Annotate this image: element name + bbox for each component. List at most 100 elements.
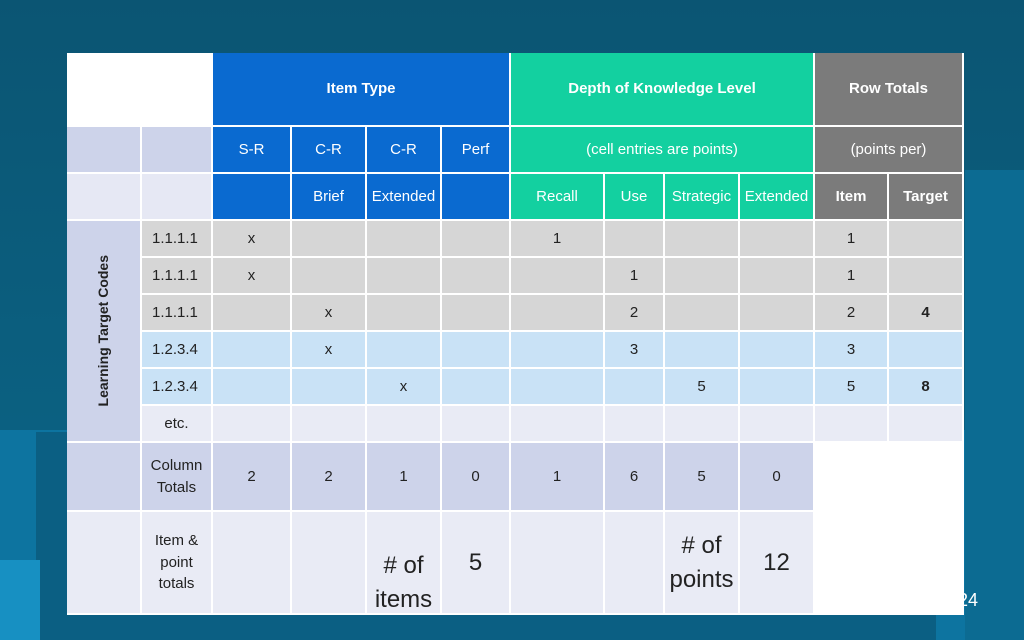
table-cell-strategic (665, 258, 740, 295)
table-cell-use: 1 (605, 258, 665, 295)
header-dok: Depth of Knowledge Level (511, 53, 815, 127)
table-cell-item: 1 (815, 258, 889, 295)
subheader-cr1: C-R (292, 127, 367, 174)
table-cell-target: 4 (889, 295, 964, 332)
table-cell-ext (740, 332, 815, 369)
blank-cell (67, 174, 142, 221)
table-cell-cre (367, 221, 442, 258)
table-cell-strategic (665, 332, 740, 369)
target-code-cell: 1.2.3.4 (142, 369, 213, 406)
table-cell-use: 2 (605, 295, 665, 332)
table-cell-sr (213, 369, 292, 406)
table-cell-target: 8 (889, 369, 964, 406)
table-cell-recall (511, 406, 605, 443)
corner-cell (67, 53, 213, 127)
table-cell-item: 5 (815, 369, 889, 406)
blank-cell (142, 174, 213, 221)
subheader-sr: S-R (213, 127, 292, 174)
column-totals-label: Column Totals (142, 443, 213, 512)
table-cell-use (605, 369, 665, 406)
column-total-value: 2 (292, 443, 367, 512)
column-total-value: 6 (605, 443, 665, 512)
column-total-value: 5 (665, 443, 740, 512)
subheader-target: Target (889, 174, 964, 221)
header-row-totals: Row Totals (815, 53, 964, 127)
subheader-strategic: Strategic (665, 174, 740, 221)
blank-cell (292, 512, 367, 615)
table-cell-strategic (665, 221, 740, 258)
blank-cell (142, 127, 213, 174)
column-total-value: 2 (213, 443, 292, 512)
column-total-value: 0 (740, 443, 815, 512)
table-cell-sr: x (213, 221, 292, 258)
table-cell-recall (511, 369, 605, 406)
table-cell-strategic: 5 (665, 369, 740, 406)
table-cell-target (889, 406, 964, 443)
table-cell-sr (213, 406, 292, 443)
subheader-dok-note: (cell entries are points) (511, 127, 815, 174)
table-cell-perf (442, 295, 511, 332)
blank-cell (67, 127, 142, 174)
subheader-row-note: (points per) (815, 127, 964, 174)
table-cell-crb (292, 221, 367, 258)
subheader-brief: Brief (292, 174, 367, 221)
blueprint-table: Item Type Depth of Knowledge Level Row T… (67, 53, 964, 615)
table-cell-sr (213, 332, 292, 369)
table-cell-recall (511, 258, 605, 295)
column-total-value: 1 (367, 443, 442, 512)
table-cell-recall: 1 (511, 221, 605, 258)
table-cell-crb: x (292, 332, 367, 369)
table-cell-item: 2 (815, 295, 889, 332)
blank-cell (67, 443, 142, 512)
table-cell-perf (442, 369, 511, 406)
table-cell-perf (442, 332, 511, 369)
subheader-use: Use (605, 174, 665, 221)
points-label: # of points (665, 512, 740, 615)
subheader-recall: Recall (511, 174, 605, 221)
blank-cell (442, 174, 511, 221)
subheader-extended2: Extended (740, 174, 815, 221)
target-code-cell: 1.1.1.1 (142, 221, 213, 258)
subheader-extended: Extended (367, 174, 442, 221)
table-cell-target (889, 332, 964, 369)
table-cell-use (605, 221, 665, 258)
items-value: 5 (442, 512, 511, 615)
table-cell-item: 3 (815, 332, 889, 369)
table-cell-ext (740, 221, 815, 258)
blank-cell (213, 512, 292, 615)
table-cell-ext (740, 258, 815, 295)
table-cell-item (815, 406, 889, 443)
target-code-cell: etc. (142, 406, 213, 443)
target-code-cell: 1.2.3.4 (142, 332, 213, 369)
table-cell-ext (740, 295, 815, 332)
table-cell-target (889, 221, 964, 258)
target-code-cell: 1.1.1.1 (142, 295, 213, 332)
table-cell-cre: x (367, 369, 442, 406)
blank-cell (815, 512, 964, 615)
side-label-text: Learning Target Codes (95, 255, 112, 407)
blank-cell (815, 443, 964, 512)
table-cell-perf (442, 221, 511, 258)
table-cell-ext (740, 406, 815, 443)
table-cell-cre (367, 332, 442, 369)
blank-cell (213, 174, 292, 221)
table-cell-cre (367, 258, 442, 295)
column-total-value: 0 (442, 443, 511, 512)
table-cell-perf (442, 258, 511, 295)
table-cell-cre (367, 295, 442, 332)
table-cell-sr: x (213, 258, 292, 295)
learning-target-codes-label: Learning Target Codes (67, 221, 142, 443)
table-cell-sr (213, 295, 292, 332)
target-code-cell: 1.1.1.1 (142, 258, 213, 295)
column-total-value: 1 (511, 443, 605, 512)
table-cell-perf (442, 406, 511, 443)
table-cell-item: 1 (815, 221, 889, 258)
blank-cell (511, 512, 605, 615)
subheader-perf: Perf (442, 127, 511, 174)
table-cell-strategic (665, 295, 740, 332)
subheader-cr2: C-R (367, 127, 442, 174)
table-cell-recall (511, 295, 605, 332)
item-point-totals-label: Item & point totals (142, 512, 213, 615)
header-item-type: Item Type (213, 53, 511, 127)
page-number: 24 (958, 590, 979, 610)
